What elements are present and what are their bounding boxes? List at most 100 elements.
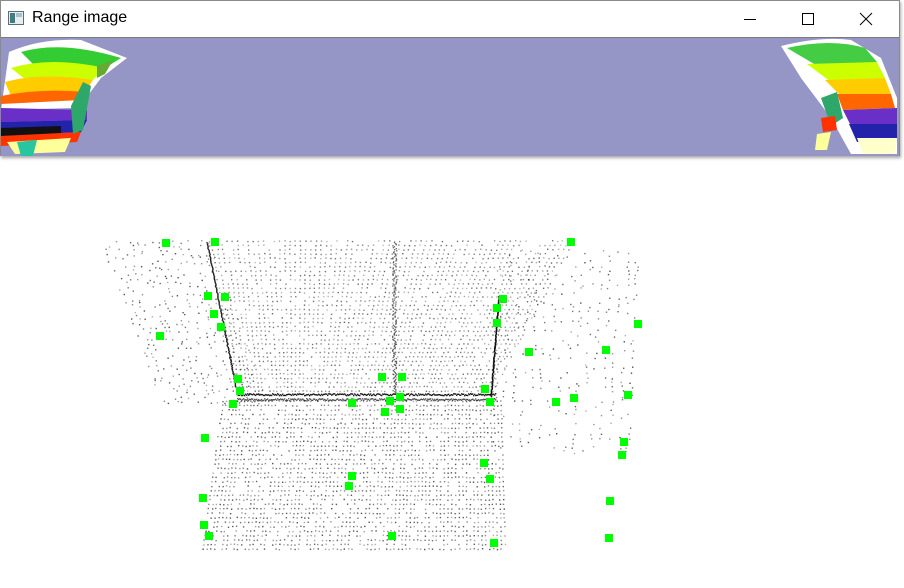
cloud-point [531, 369, 534, 371]
cloud-point [471, 274, 473, 277]
cloud-point [372, 512, 374, 515]
cloud-point [500, 343, 502, 345]
cloud-point [289, 287, 291, 290]
cloud-point [395, 393, 397, 395]
cloud-point [443, 458, 446, 461]
cloud-point [358, 390, 360, 392]
cloud-point [489, 394, 491, 396]
cloud-point [243, 404, 245, 407]
cloud-point [318, 398, 320, 401]
cloud-point [414, 352, 416, 354]
cloud-point [334, 472, 336, 474]
cloud-point [280, 394, 282, 396]
cloud-point [451, 305, 453, 307]
cloud-point [420, 240, 422, 242]
cloud-point [499, 503, 502, 505]
cloud-point [231, 240, 233, 243]
cloud-point [319, 431, 321, 434]
cloud-point [377, 499, 379, 501]
cloud-point [411, 463, 413, 466]
cloud-point [453, 393, 455, 395]
cloud-point [447, 427, 450, 430]
cloud-point [253, 440, 255, 442]
minimize-button[interactable] [721, 1, 779, 37]
cloud-point [436, 398, 438, 401]
cloud-point [260, 334, 262, 336]
cloud-point [321, 441, 324, 443]
cloud-point [265, 274, 267, 276]
cloud-point [395, 398, 397, 401]
cloud-point [299, 360, 301, 362]
cloud-point [429, 283, 431, 285]
cloud-point [473, 240, 475, 242]
cloud-point [318, 279, 320, 281]
cloud-point [247, 244, 250, 247]
cloud-point [452, 313, 454, 315]
cloud-point [511, 292, 514, 294]
cloud-point [554, 428, 556, 430]
cloud-point [254, 394, 256, 396]
cloud-point [429, 490, 431, 492]
cloud-point [343, 393, 345, 396]
cloud-point [453, 398, 455, 400]
cloud-point [465, 347, 468, 349]
cloud-point [298, 418, 300, 420]
cloud-point [430, 326, 432, 328]
cloud-point [410, 300, 413, 302]
cloud-point [447, 530, 449, 533]
cloud-point [358, 309, 361, 311]
cloud-point [335, 394, 337, 396]
cloud-point [295, 393, 297, 396]
cloud-point [425, 356, 427, 358]
cloud-point [502, 291, 504, 293]
cloud-point [378, 300, 380, 302]
cloud-point [410, 390, 413, 393]
cloud-point [483, 431, 486, 434]
cloud-point [496, 400, 498, 403]
cloud-point [311, 343, 314, 346]
cloud-point [618, 304, 620, 306]
cloud-point [320, 512, 322, 514]
cloud-point [275, 499, 278, 501]
cloud-point [271, 292, 273, 294]
cloud-point [241, 356, 243, 358]
cloud-point [465, 490, 467, 492]
maximize-button[interactable] [779, 1, 837, 37]
cloud-point [175, 281, 177, 283]
cloud-point [345, 343, 347, 345]
cloud-point [388, 296, 390, 299]
cloud-point [340, 262, 342, 264]
cloud-point [311, 347, 314, 349]
cloud-point [304, 270, 307, 273]
cloud-point [283, 382, 285, 384]
cloud-point [324, 400, 326, 403]
cloud-point [338, 516, 340, 518]
cloud-point [275, 440, 277, 443]
cloud-point [451, 360, 453, 362]
cloud-point [472, 423, 474, 425]
cloud-point [359, 265, 361, 268]
cloud-point [225, 400, 228, 403]
cloud-point [485, 381, 488, 383]
cloud-point [289, 512, 291, 514]
cloud-point [507, 257, 509, 259]
close-button[interactable] [837, 1, 895, 37]
cloud-point [294, 313, 296, 316]
title-bar[interactable]: Range image [1, 1, 899, 37]
cloud-point [464, 360, 466, 363]
cloud-point [235, 441, 237, 443]
cloud-point [503, 508, 505, 510]
cloud-point [345, 516, 347, 519]
point-cloud-viewer[interactable] [0, 156, 904, 588]
cloud-point [284, 481, 287, 483]
cloud-point [338, 467, 340, 470]
cloud-point [530, 292, 532, 294]
cloud-point [330, 253, 332, 255]
cloud-point [585, 364, 587, 366]
cloud-point [461, 287, 464, 290]
cloud-point [476, 394, 478, 396]
cloud-point [403, 489, 405, 492]
cloud-point [286, 356, 289, 358]
cloud-point [477, 309, 479, 311]
cloud-point [213, 334, 215, 337]
